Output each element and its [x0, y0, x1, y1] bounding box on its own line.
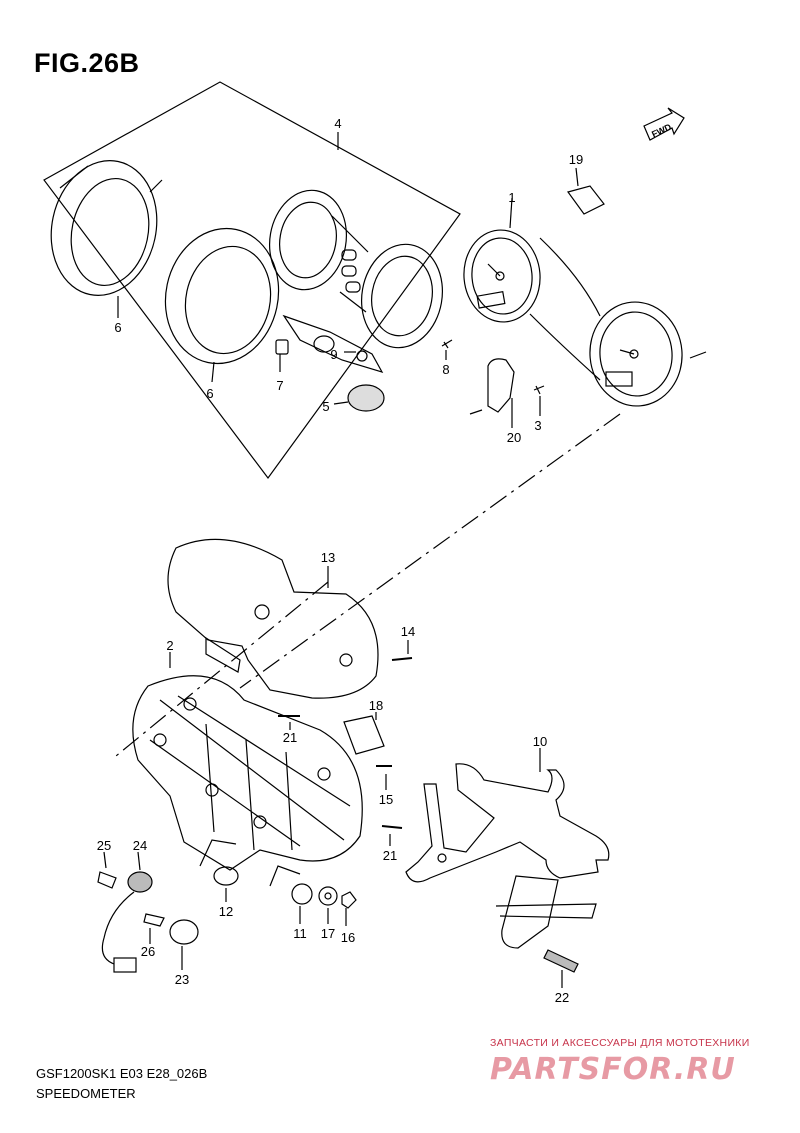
lower-cover-part-13	[167, 538, 379, 699]
knob-part-9	[356, 350, 368, 362]
watermark-tagline: ЗАПЧАСТИ И АКСЕССУАРЫ ДЛЯ МОТОТЕХНИКИ	[490, 1037, 750, 1049]
callout-14: 14	[401, 624, 415, 639]
bracket-part-10	[405, 763, 610, 949]
callout-22: 22	[555, 990, 569, 1005]
callout-4: 4	[334, 116, 341, 131]
callout-25: 25	[97, 838, 111, 853]
callout-21: 21	[383, 848, 397, 863]
screw-part-20b	[469, 409, 483, 415]
callout-24: 24	[133, 838, 147, 853]
callout-16: 16	[341, 930, 355, 945]
callout-20: 20	[507, 430, 521, 445]
figure-title: FIG.26B	[34, 48, 140, 78]
cap-part-5	[347, 384, 385, 412]
callout-10: 10	[533, 734, 547, 749]
socket-harness-part-24	[101, 871, 153, 973]
callout-15: 15	[379, 792, 393, 807]
callout-21: 21	[283, 730, 297, 745]
washer-part-17	[318, 886, 338, 906]
screw-part-26	[143, 913, 165, 927]
screw-part-14	[391, 657, 413, 661]
callout-1: 1	[508, 190, 515, 205]
section-name: SPEEDOMETER	[36, 1086, 136, 1101]
lamp-socket-part-20	[487, 358, 515, 413]
screw-part-3	[533, 385, 545, 395]
screw-part-25	[97, 871, 117, 889]
meter-unit-part-1	[463, 229, 707, 407]
ring-part-6a	[50, 160, 163, 296]
callout-12: 12	[219, 904, 233, 919]
grommet-part-7	[275, 339, 289, 355]
bolt-part-22	[543, 949, 579, 973]
fwd-arrow-icon: FWD	[643, 107, 685, 141]
cushion-part-11	[291, 883, 313, 905]
callout-11: 11	[293, 926, 307, 941]
callout-5: 5	[322, 399, 329, 414]
separator-line	[239, 413, 621, 689]
callout-8: 8	[442, 362, 449, 377]
lower-case-part-2	[132, 675, 363, 871]
callout-3: 3	[534, 418, 541, 433]
callout-26: 26	[141, 944, 155, 959]
callout-13: 13	[321, 550, 335, 565]
ring-part-6b	[164, 227, 280, 365]
grommet-part-12	[213, 866, 239, 886]
clip-part-19	[567, 185, 605, 215]
separator-line	[115, 581, 329, 757]
screw-part-21b	[381, 825, 403, 829]
callout-23: 23	[175, 972, 189, 987]
callout-2: 2	[166, 638, 173, 653]
callout-9: 9	[330, 347, 337, 362]
callout-17: 17	[321, 926, 335, 941]
callout-7: 7	[276, 378, 283, 393]
assembly-outline	[43, 81, 461, 480]
watermark-logo: PARTSFOR.RU	[490, 1052, 736, 1087]
callout-6: 6	[206, 386, 213, 401]
bulb-part-23	[169, 919, 199, 945]
callout-6: 6	[114, 320, 121, 335]
meter-case-part-4	[268, 189, 444, 373]
screw-part-8	[441, 339, 453, 349]
lamp-cover-part-18	[343, 715, 385, 755]
nut-part-16	[341, 891, 357, 909]
callout-19: 19	[569, 152, 583, 167]
callout-18: 18	[369, 698, 383, 713]
model-code: GSF1200SK1 E03 E28_026B	[36, 1066, 208, 1081]
